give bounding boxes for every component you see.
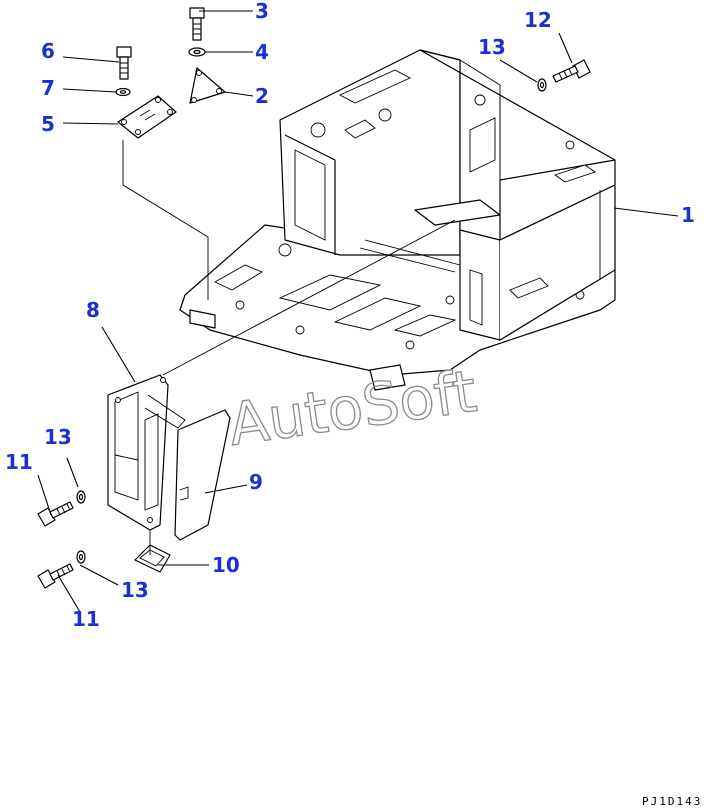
callout-1: 1 [681,203,695,227]
callout-5: 5 [41,112,55,136]
callout-6: 6 [41,39,55,63]
callout-13-middle: 13 [44,425,72,449]
callout-8: 8 [86,298,100,322]
washer-part-13-lower [76,550,86,564]
callout-13-top: 13 [478,35,506,59]
washer-part-4 [188,47,206,57]
bolt-part-11-lower [37,563,74,589]
bolt-part-12 [552,59,591,83]
bolt-part-11-upper [37,501,74,527]
callout-4: 4 [255,40,269,64]
callout-10: 10 [212,553,240,577]
callout-3: 3 [255,0,269,23]
panel-part-9 [174,409,231,541]
washer-part-13-middle [76,490,86,504]
pad-part-10 [134,544,171,573]
panel-part-8 [107,374,186,531]
figure-code: PJ1D143 [642,795,702,808]
callout-11-lower: 11 [72,607,100,631]
bolt-part-3 [189,7,205,41]
washer-part-13-top [537,78,547,92]
leader-lines [37,10,679,613]
callout-13-lower: 13 [121,578,149,602]
callout-7: 7 [41,76,55,100]
callout-11-upper: 11 [5,450,33,474]
callout-labels: 1 2 3 4 5 6 7 8 9 10 11 11 12 13 13 13 [5,0,695,631]
washer-part-7 [115,87,131,97]
main-frame-part-1 [179,49,616,391]
bracket-part-2 [189,67,226,104]
watermark: AutoSoft [224,357,480,459]
bolt-part-6 [116,46,132,80]
callout-12: 12 [524,8,552,32]
callout-9: 9 [249,470,263,494]
plate-part-5 [117,95,177,139]
callout-2: 2 [255,84,269,108]
